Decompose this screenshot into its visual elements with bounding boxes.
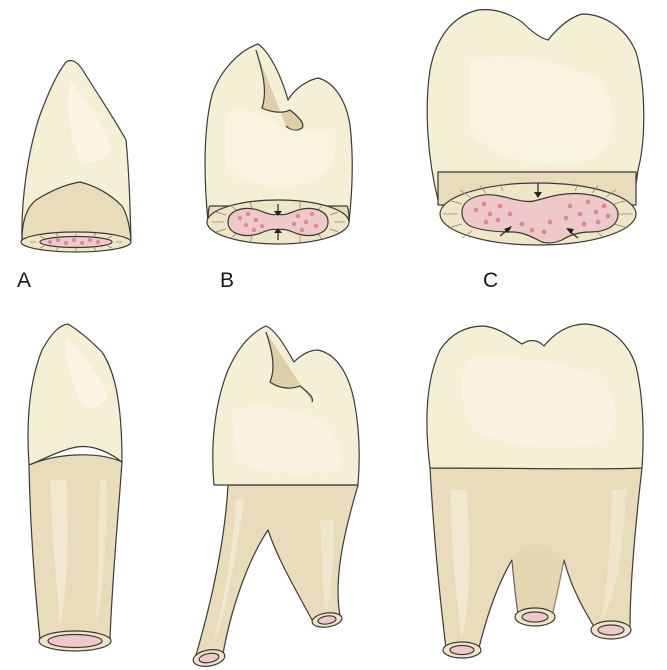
premolar-full-tooth <box>192 326 359 669</box>
incisor-full-tooth <box>28 324 122 651</box>
molar-full-tooth <box>427 324 643 658</box>
panel-a-crown-section <box>21 60 131 252</box>
panel-label-c: C <box>483 269 498 292</box>
panel-label-a: A <box>17 269 31 292</box>
panel-label-b: B <box>220 269 234 292</box>
panel-b-crown-section <box>205 44 352 244</box>
panel-c-crown-section <box>427 10 644 245</box>
